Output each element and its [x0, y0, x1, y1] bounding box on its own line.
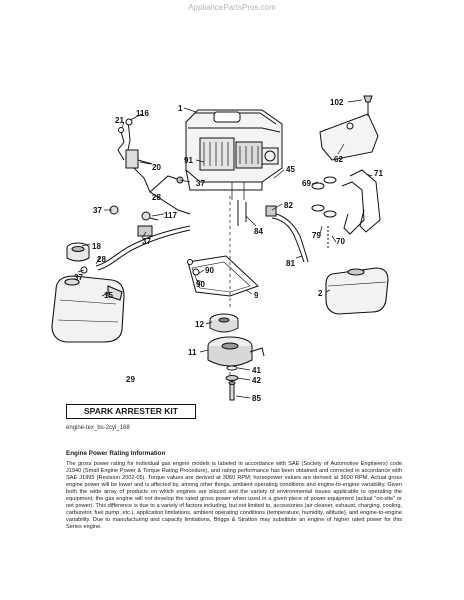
callout-70: 70: [336, 237, 345, 246]
callout-81: 81: [286, 259, 295, 268]
callout-42: 42: [252, 376, 261, 385]
leader-lines: [77, 99, 373, 399]
engine-bracket-drawing: [187, 255, 259, 297]
engine-power-rating-section: Engine Power Rating Information The gros…: [66, 450, 402, 531]
callout-28b: 28: [97, 255, 106, 264]
rating-title: Engine Power Rating Information: [66, 450, 166, 457]
fuel-tank-drawing: [51, 275, 125, 343]
callout-45: 45: [286, 165, 295, 174]
callout-2: 2: [318, 289, 323, 298]
rating-body: The gross power rating for individual ga…: [66, 461, 402, 530]
callout-29: 29: [126, 375, 135, 384]
callout-37c: 37: [142, 237, 151, 246]
hardware-drawing: [225, 365, 239, 401]
engine-drawing: [185, 109, 283, 200]
callout-82: 82: [284, 201, 293, 210]
callout-91: 91: [184, 156, 193, 165]
callout-9: 9: [254, 291, 259, 300]
callout-37b: 37: [93, 206, 102, 215]
exhaust-pipe-drawing: [311, 169, 381, 250]
pulley-drawing: [209, 313, 239, 333]
callout-21: 21: [115, 116, 124, 125]
watermark: AppliancePartsPros.com: [188, 3, 276, 12]
drawing-code: engine-tex_bs-2cyl_168: [66, 425, 130, 431]
callout-79: 79: [312, 231, 321, 240]
callout-41: 41: [252, 366, 261, 375]
oil-drain-hose-drawing: [237, 200, 309, 263]
callout-37a: 37: [196, 179, 205, 188]
callout-11: 11: [188, 348, 197, 357]
muffler-drawing: [325, 267, 389, 315]
callout-117: 117: [164, 211, 177, 220]
callout-71: 71: [374, 169, 383, 178]
fuel-cap-drawing: [66, 242, 90, 262]
callout-102: 102: [330, 98, 344, 107]
callout-90b: 90: [196, 280, 205, 289]
fuel-line-drawing: [80, 225, 191, 274]
callout-28a: 28: [152, 193, 161, 202]
electric-clutch-drawing: [207, 336, 265, 367]
callout-20: 20: [152, 163, 161, 172]
callout-84: 84: [254, 227, 263, 236]
callout-37d: 37: [74, 273, 83, 282]
callout-69: 69: [302, 179, 311, 188]
callout-labels: 1 116 21 91 20 37 28 37 117 37 18 28 37 …: [74, 98, 383, 403]
spark-arrester-kit-label: SPARK ARRESTER KIT: [66, 404, 196, 419]
throttle-linkage-drawing: [109, 118, 191, 221]
callout-1: 1: [178, 104, 183, 113]
callout-62: 62: [334, 155, 343, 164]
callout-116: 116: [136, 109, 149, 118]
callout-15: 15: [104, 291, 113, 300]
callout-12: 12: [195, 320, 204, 329]
callout-85: 85: [252, 394, 261, 403]
callout-18: 18: [92, 242, 101, 251]
heat-shield-drawing: [319, 95, 379, 161]
callout-90a: 90: [205, 266, 214, 275]
